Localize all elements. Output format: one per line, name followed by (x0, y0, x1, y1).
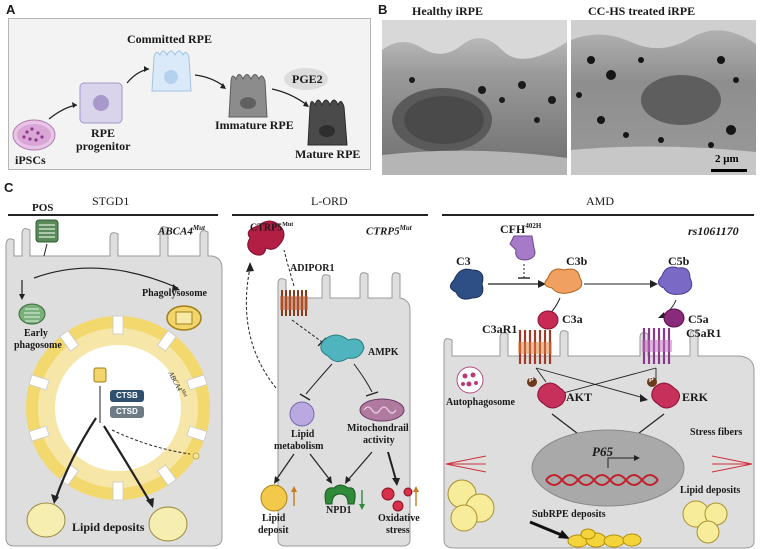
stgd1-rule (8, 214, 218, 216)
lord-ctrp5-gene: CTRP5 (250, 222, 283, 234)
panel-letter-a: A (6, 2, 16, 17)
label-mature-rpe: Mature RPE (295, 147, 361, 161)
amd-cfh-sup: 402H (525, 222, 542, 230)
lord-lipid-metabolism-1: Lipid (291, 429, 315, 440)
amd-cfh: CFH402H (500, 222, 541, 237)
amd-rule (442, 214, 754, 216)
stgd1-diagram (5, 219, 223, 547)
amd-stress-fibers: Stress fibers (690, 427, 743, 438)
amd-erk: ERK (682, 390, 709, 404)
differentiation-diagram (12, 50, 348, 151)
amd-diagram (443, 235, 755, 549)
label-rpe-progenitor-1: RPE (91, 126, 115, 140)
akt-p-label: P (529, 377, 534, 384)
ipsc-dish-icon (12, 119, 56, 151)
scale-bar-label: 2 μm (715, 153, 739, 165)
stgd1-pos-text: POS (32, 202, 54, 214)
lord-oxidative-2: stress (386, 525, 410, 536)
lord-mutation-sup: Mut (399, 224, 412, 232)
amd-c3: C3 (456, 254, 471, 268)
immature-rpe-cell-icon (228, 74, 268, 118)
erk-p-label: P (649, 377, 654, 384)
mature-rpe-cell-icon (307, 99, 348, 146)
lord-adipor1: ADIPOR1 (290, 263, 335, 274)
lord-mito-1: Mitochondrail (347, 423, 409, 434)
amd-c5a: C5a (688, 312, 709, 326)
ctsd-label: CTSD (116, 407, 138, 416)
panel-letter-c: C (4, 180, 14, 195)
stgd1-mutation-sup: Mut (192, 224, 205, 232)
amd-subrpe: SubRPE deposits (532, 509, 606, 520)
lord-ctrp5: CTRP5Mut (250, 222, 293, 233)
lord-ampk: AMPK (368, 347, 399, 358)
lord-ctrp5-sup: Mut (282, 222, 294, 228)
panel-letter-b: B (378, 2, 388, 17)
lord-lipid-deposit-2: deposit (258, 525, 289, 536)
panel-a-box: iPSCs RPE progenitor Committed RPE PGE2 … (8, 18, 371, 170)
amd-c5b: C5b (668, 254, 690, 268)
amd-c3b: C3b (566, 254, 588, 268)
lord-rule (232, 214, 428, 216)
amd-c5ar1: C5aR1 (686, 326, 722, 340)
stgd1-title: STGD1 (92, 194, 130, 208)
lord-mito-2: activity (363, 435, 395, 446)
lord-lipid-metabolism-2: metabolism (274, 441, 324, 452)
stgd1-phagolysosome: Phagolysosome (142, 288, 207, 299)
amd-akt: AKT (566, 390, 593, 404)
amd-snp: rs1061170 (688, 224, 739, 238)
label-pge2: PGE2 (292, 72, 323, 86)
lord-mutation-gene: CTRP5 (366, 225, 400, 238)
amd-autophagosome: Autophagosome (446, 397, 515, 408)
rpe-progenitor-cell-icon (79, 82, 123, 124)
lord-diagram (245, 220, 419, 547)
lord-mutation: CTRP5Mut (366, 224, 412, 238)
label-committed-rpe: Committed RPE (127, 32, 212, 46)
stgd1-lipid-deposits: Lipid deposits (72, 520, 145, 534)
amd-c3ar1: C3aR1 (482, 322, 518, 336)
stgd1-mutation-gene: ABCA4 (158, 225, 193, 238)
amd-p65: P65 (592, 444, 613, 459)
em-image-healthy (382, 20, 567, 175)
em-image-cc-hs: 2 μm (571, 20, 756, 175)
label-ipscs: iPSCs (15, 153, 46, 167)
amd-title: AMD (586, 194, 615, 208)
lord-npd1: NPD1 (326, 505, 352, 516)
label-rpe-progenitor-2: progenitor (76, 139, 131, 153)
amd-cfh-gene: CFH (500, 222, 526, 236)
lord-title: L-ORD (311, 194, 348, 208)
committed-rpe-cell-icon (151, 50, 192, 92)
amd-lipid-deposits: Lipid deposits (680, 485, 741, 496)
lord-lipid-deposit-1: Lipid (262, 513, 286, 524)
em-title-cc-hs: CC-HS treated iRPE (588, 4, 696, 18)
amd-c3a: C3a (562, 312, 583, 326)
label-immature-rpe: Immature RPE (215, 118, 294, 132)
em-title-healthy: Healthy iRPE (412, 4, 483, 18)
lord-oxidative-1: Oxidative (378, 513, 420, 524)
stgd1-mutation: ABCA4Mut (158, 224, 205, 238)
ctsb-label: CTSB (116, 391, 138, 400)
stgd1-early-phagosome-2: phagosome (14, 340, 62, 351)
stgd1-early-phagosome-1: Early (24, 328, 48, 339)
